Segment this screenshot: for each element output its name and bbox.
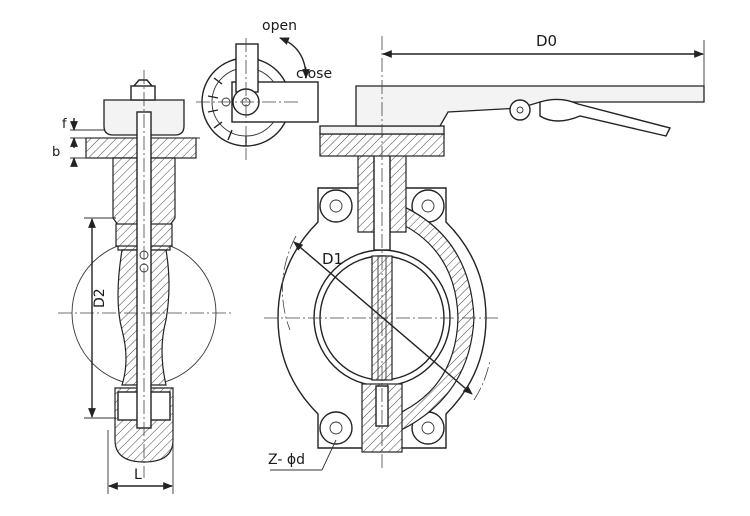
label-z-phi-d: Z- ϕd — [268, 452, 305, 468]
lug-bottom-left — [319, 411, 353, 445]
label-d1: D1 — [322, 250, 343, 268]
label-f: f — [62, 117, 67, 132]
handle-lever — [355, 85, 705, 127]
side-view: f b D2 L — [52, 70, 232, 494]
valve-body — [277, 187, 487, 449]
handle-latch — [539, 98, 672, 137]
lug-top-left — [319, 189, 353, 223]
rotation-arrow — [279, 37, 310, 79]
label-d0: D0 — [536, 32, 557, 50]
side-handle-nut-top — [133, 79, 153, 87]
top-view: open close — [196, 18, 332, 160]
label-open: open — [262, 18, 297, 34]
label-d2: D2 — [92, 288, 108, 308]
front-view: D0 D1 Z- ϕd — [264, 32, 705, 471]
handle-pin — [509, 99, 531, 121]
label-b: b — [52, 145, 60, 160]
label-close: close — [296, 66, 332, 82]
label-l: L — [134, 467, 142, 483]
side-handle-nut — [130, 85, 156, 101]
